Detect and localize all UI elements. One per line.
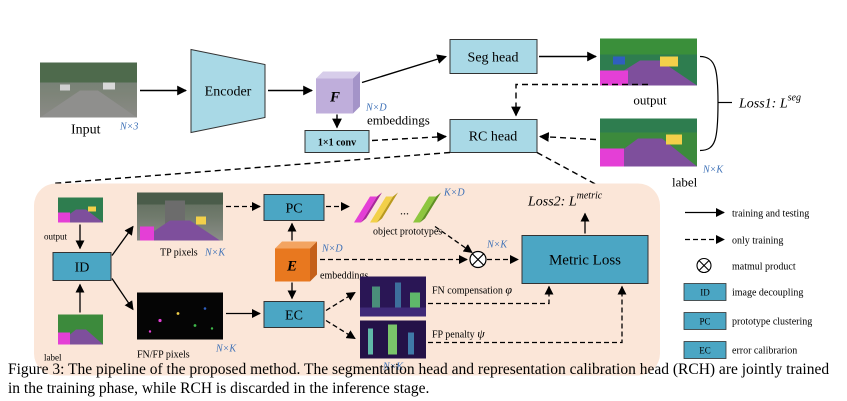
arrow-fncomp-metric [428,285,554,305]
input-dim: N×3 [119,122,138,133]
rc-head-block [449,119,538,153]
detail-label-image [58,314,103,345]
embeddings-label-detail: embeddings [320,271,368,282]
tp-pixels-image [137,192,223,241]
arrow-label-rchead [539,132,597,142]
prototypes-label: object prototypes [373,227,442,238]
legend-label-0: training and testing [732,209,809,220]
label-segmap [600,118,697,167]
figure-caption: Figure 3: The pipeline of the proposed m… [8,361,830,397]
fn-comp-label: FN compensation φ [432,283,512,297]
tp-dim: N×K [204,248,226,259]
rc-head-label: RC head [469,130,518,145]
fp-penalty-label: FP penalty ψ [432,327,485,341]
fnfp-dim: N×K [215,344,237,355]
legend-id-swatch [683,283,727,301]
encoder-block [190,48,266,134]
zoom-line-left [51,151,451,185]
legend-ec-tag: EC [699,346,711,356]
legend-id-tag: ID [700,288,710,298]
prototype-dim: K×D [443,188,465,199]
label-dim-top: N×K [702,165,724,176]
arrow-id-tp [111,225,134,256]
detail-label-label: label [44,353,62,363]
feature-dim: N×D [365,103,387,114]
fnfp-pixels-label: FN/FP pixels [137,350,190,361]
loss1-label: Loss1: Lseg [738,93,801,112]
label-label-top: label [672,175,698,190]
arrow-fppenalty-metric [428,285,627,344]
ec-block [263,301,325,328]
legend-pc-tag: PC [699,317,710,327]
loss2-label: Loss2: Lmetric [527,191,603,210]
legend-label-2: matmul product [732,262,796,273]
embeddings-label-top: embeddings [367,113,430,128]
feature-cube [316,71,360,114]
arrow-output-rchead [511,83,648,117]
output-segmap [600,38,697,86]
fnfp-pixels-image [137,292,223,340]
detail-output-label: output [44,232,68,242]
pc-block [263,194,325,221]
output-label-top: output [633,93,667,108]
heatmap-dim: N×K [382,362,404,373]
ec-label: EC [285,309,303,324]
object-prototypes [354,192,441,223]
legend: training and testing only training matmu… [683,207,812,359]
arrow-ec-fncomp [325,291,356,312]
metric-loss-block [521,235,649,284]
tp-pixels-label: TP pixels [160,248,198,259]
seg-head-block [449,39,538,74]
conv-label: 1×1 conv [318,138,356,149]
matmul-dim: N×K [486,240,508,251]
id-block [52,252,112,281]
legend-matmul-icon [696,257,712,274]
input-label: Input [71,123,101,138]
metric-loss-label: Metric Loss [549,253,621,269]
legend-label-4: prototype clustering [732,317,812,328]
arrow-id-fnfp [111,278,134,311]
legend-pc-swatch [683,312,727,330]
legend-label-1: only training [732,236,783,247]
prototype-dots: ... [400,204,409,218]
legend-ec-swatch [683,341,727,359]
encoder-label: Encoder [205,85,252,100]
conv-block [304,130,370,153]
fp-penalty-heatmap [360,320,426,359]
feature-label: F [329,90,340,106]
arrow-feature-seghead [361,54,447,84]
embedding-cube [275,241,317,282]
input-image [40,62,137,118]
detail-output-image [58,197,103,223]
matmul-symbol [469,250,487,269]
legend-label-5: error calibrarion [732,346,797,357]
pc-label: PC [285,202,302,217]
fn-compensation-heatmap [360,276,426,317]
zoom-line-right [536,151,601,188]
e-label: E [286,259,297,275]
seg-head-label: Seg head [468,51,519,66]
id-label: ID [75,261,90,276]
arrow-ec-fppenalty [325,319,356,340]
arrow-conv-rchead [371,132,447,142]
loss1-bracket [699,55,719,152]
e-dim: N×D [321,244,343,255]
legend-label-3: image decoupling [732,288,803,299]
